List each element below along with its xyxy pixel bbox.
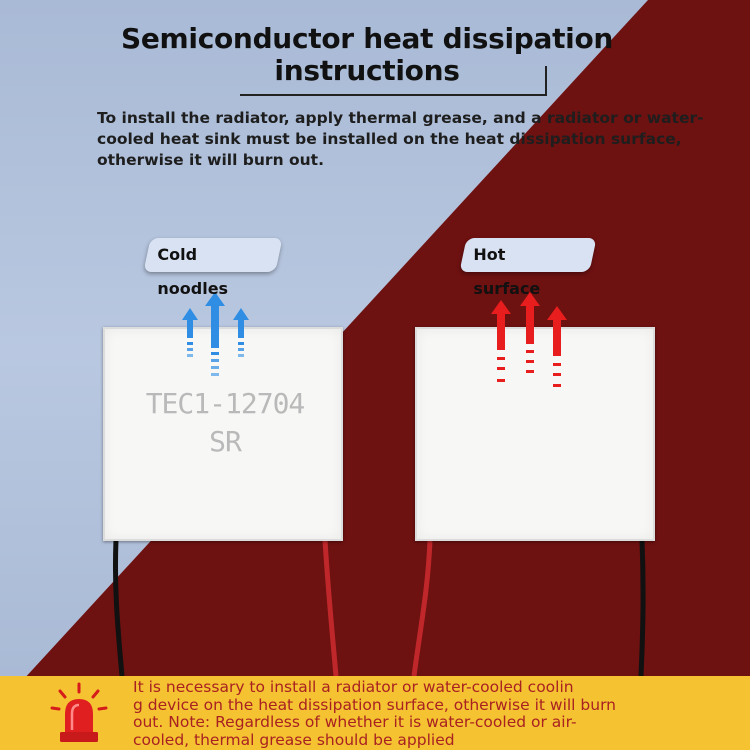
arrow-up-icon bbox=[182, 308, 198, 338]
red-wire-right bbox=[411, 539, 433, 677]
arrow-up-icon bbox=[205, 292, 225, 348]
module-suffix-engraving: SR bbox=[209, 425, 242, 458]
page-title: Semiconductor heat dissipation bbox=[120, 22, 614, 55]
arrow-dash bbox=[238, 348, 244, 351]
arrow-dash bbox=[497, 379, 505, 382]
arrow-dash bbox=[211, 373, 219, 376]
warning-banner: It is necessary to install a radiator or… bbox=[0, 676, 750, 750]
arrow-dash bbox=[187, 348, 193, 351]
arrow-dash bbox=[211, 366, 219, 369]
arrow-up-icon bbox=[520, 292, 540, 344]
hot-side-label: Hot surface bbox=[459, 238, 597, 298]
arrow-dash bbox=[526, 370, 534, 373]
siren-icon bbox=[50, 682, 108, 742]
arrow-dash bbox=[187, 354, 193, 357]
title-underline-vertical bbox=[545, 66, 547, 94]
arrow-dash bbox=[497, 367, 505, 370]
arrow-dash bbox=[526, 350, 534, 353]
cold-arrows-icon bbox=[182, 292, 249, 376]
arrow-dash bbox=[553, 363, 561, 366]
arrow-dash bbox=[238, 342, 244, 345]
hot-arrows-icon bbox=[491, 292, 567, 387]
arrow-dash bbox=[497, 357, 505, 360]
cold-side-label-text: Cold noodles bbox=[157, 245, 229, 298]
page-title-line-2: instructions bbox=[274, 54, 460, 87]
install-instructions: To install the radiator, apply thermal g… bbox=[97, 109, 704, 169]
title-underline bbox=[240, 94, 547, 96]
arrow-dash bbox=[553, 373, 561, 376]
hot-side-label-text: Hot surface bbox=[473, 245, 541, 298]
arrow-up-icon bbox=[233, 308, 249, 338]
arrow-dash bbox=[526, 360, 534, 363]
arrow-dash bbox=[553, 384, 561, 387]
cold-side-label: Cold noodles bbox=[143, 238, 283, 298]
tec-module-cold-side: TEC1-12704 SR bbox=[103, 327, 343, 541]
module-model-engraving: TEC1-12704 bbox=[145, 387, 306, 420]
arrow-up-icon bbox=[547, 306, 567, 356]
arrow-dash bbox=[211, 352, 219, 355]
arrow-dash bbox=[238, 354, 244, 357]
arrow-up-icon bbox=[491, 300, 511, 350]
black-wire-right bbox=[638, 539, 646, 677]
arrow-dash bbox=[187, 342, 193, 345]
arrow-dash bbox=[211, 359, 219, 362]
red-wire-left bbox=[322, 539, 339, 677]
warning-text: It is necessary to install a radiator or… bbox=[133, 678, 616, 749]
black-wire-left bbox=[112, 539, 125, 677]
tec-module-hot-side bbox=[415, 327, 655, 541]
